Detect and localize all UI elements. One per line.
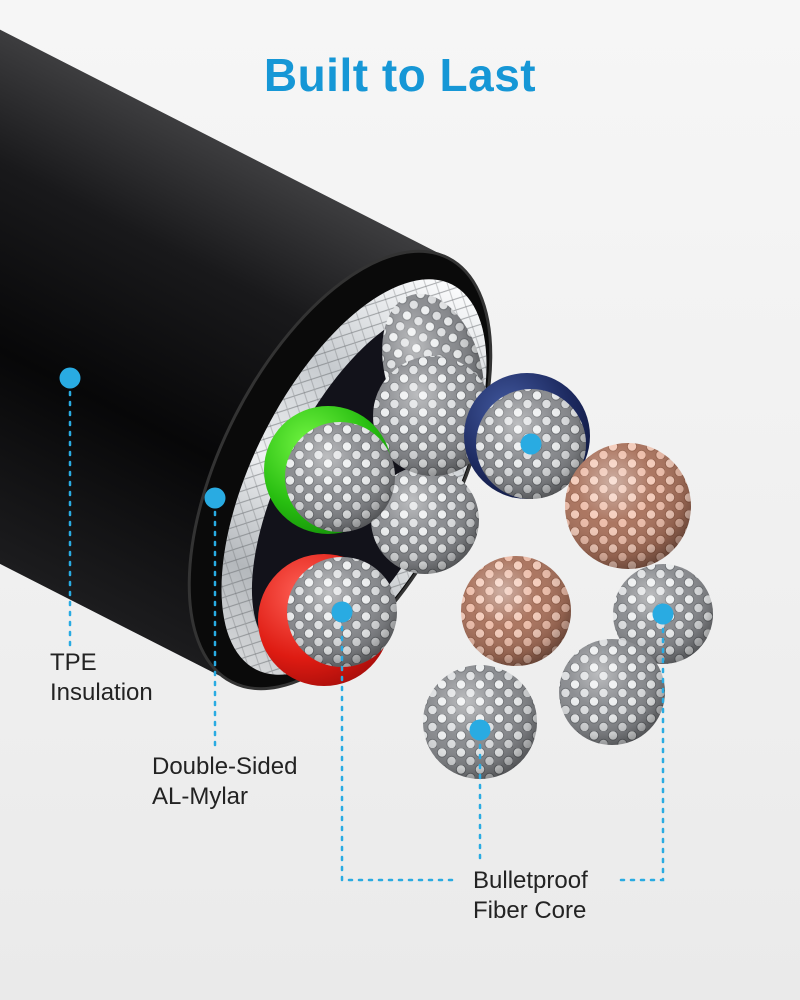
fiber-core-dot-red-bundle	[331, 601, 353, 623]
wire-bundle-green-jacket	[264, 406, 395, 534]
wire-bundle-red-jacket	[258, 554, 397, 686]
mylar-callout-dot	[204, 487, 226, 509]
wire-bundle-silver-lower-right	[559, 639, 665, 745]
wire-bundle-copper-center	[461, 556, 571, 666]
cable-body-tpe	[0, 0, 449, 683]
label-fiber-line1: Bulletproof	[473, 867, 588, 894]
label-mylar-line2: AL-Mylar	[152, 783, 249, 810]
label-fiber-core: Bulletproof Fiber Core	[473, 866, 588, 926]
label-tpe-insulation: TPE Insulation	[50, 648, 153, 708]
fiber-core-dot-navy-bundle	[520, 433, 542, 455]
tpe-callout-dot	[59, 367, 81, 389]
label-mylar-line1: Double-Sided	[152, 753, 298, 780]
label-tpe-line2: Insulation	[50, 679, 153, 706]
label-al-mylar: Double-Sided AL-Mylar	[152, 752, 297, 812]
wire-bundle-copper-right	[565, 443, 691, 569]
leader-line-fiber-right	[615, 627, 665, 882]
label-fiber-line2: Fiber Core	[473, 897, 587, 924]
leader-line-fiber-left	[340, 625, 459, 882]
wire-bundle-silver-center	[371, 466, 479, 574]
fiber-core-dot-bottom-bundle	[469, 719, 491, 741]
wire-bundle-silver-top	[373, 293, 493, 476]
fiber-core-dot-right-bundle	[652, 603, 674, 625]
label-tpe-line1: TPE	[50, 649, 97, 676]
page-title: Built to Last	[263, 49, 537, 101]
